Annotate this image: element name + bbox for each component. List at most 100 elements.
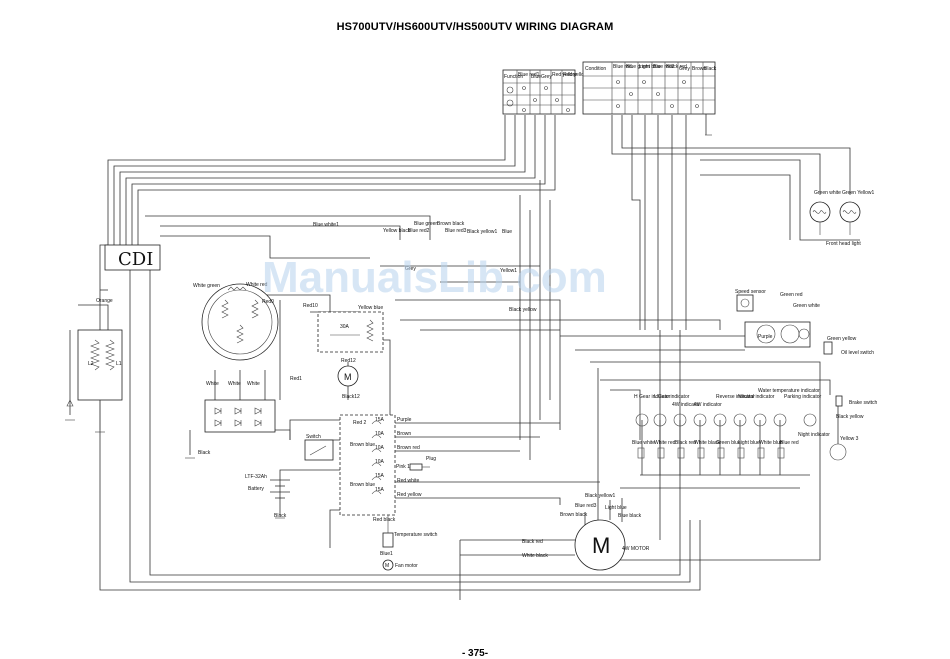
battery-type: LTF-32Ah (245, 474, 267, 480)
fuse-3: 10A (375, 459, 385, 465)
wire-label-white-1: White (206, 381, 219, 387)
wire-label-black-2: Black (274, 513, 287, 519)
right-table-header-5: Black red (666, 64, 687, 70)
fuse-0: 15A (375, 417, 385, 423)
wire-label-blue: Blue (502, 229, 512, 235)
indicator-name-4: Reverse indicator (716, 394, 755, 400)
main-switch: Switch (304, 434, 334, 461)
wire-label-green-white-headlight: Green white (814, 190, 841, 196)
ignition-coil: L2 L1 (65, 329, 123, 433)
indicator-name-5: Neutral indicator (738, 394, 775, 400)
four-w-motor-symbol: M (592, 533, 610, 558)
temperature-switch (382, 515, 394, 548)
wire-label-green-red: Green red (780, 292, 803, 298)
switch-table-left: Function Blue red1 Blue Grey Red yellow … (502, 69, 588, 115)
wire-harness (69, 115, 860, 600)
wire-label-yellow-black: Yellow black (383, 228, 411, 234)
indicator-name-1: L Gear indicator (654, 394, 690, 400)
wire-label-brown: Brown (397, 431, 411, 437)
grounds (275, 134, 712, 519)
indicator-name-6: Water temperature indicator (758, 388, 820, 394)
wire-label-black-1: Black (198, 450, 211, 456)
wire-label-blue-red2: Blue red2 (408, 228, 430, 234)
wire-label-blue-black: Blue black (618, 513, 642, 519)
battery: LTF-32Ah Battery (245, 474, 290, 499)
wire-label-black-red: Black red (522, 539, 543, 545)
stator (201, 283, 279, 361)
left-table-header-3: Grey (541, 74, 552, 80)
diagram-title: HS700UTV/HS600UTV/HS500UTV WIRING DIAGRA… (336, 21, 614, 33)
left-table-header-4: Red yellow (552, 72, 577, 78)
wire-label-red-2: Red 2 (353, 420, 367, 426)
page-number: - 375- (461, 648, 489, 659)
switch-table-right: Condition Blue red Blue green Light blue… (582, 61, 717, 135)
right-table-header-1: Blue red (613, 64, 632, 70)
indicator-lamps (635, 395, 847, 461)
wire-label-black-yellow-brake: Black yellow (836, 414, 864, 420)
indicator-wire-7: Blue red (780, 440, 799, 446)
fuse-2: 10A (375, 445, 385, 451)
fuse-box: 15A 10A 10A 10A 15A 15A (339, 414, 396, 516)
fuse-1: 10A (375, 431, 385, 437)
oil-level-switch-label: Oil level switch (841, 350, 874, 356)
wire-label-brown-black: Brown black (437, 221, 465, 227)
wire-label-orange: Orange (96, 298, 113, 304)
right-table-header-4: Blue red3 (653, 64, 675, 70)
wire-label-red-white: Red white (397, 478, 419, 484)
wire-label-blue1: Blue1 (380, 551, 393, 557)
wire-label-green-yellow: Green yellow (827, 336, 857, 342)
front-head-light-label: Front head light (826, 241, 861, 247)
wire-label-black-yellow1: Black yellow1 (467, 229, 498, 235)
battery-label: Battery (248, 486, 264, 492)
watermark: ManualsLib.com (262, 253, 607, 302)
wire-label-red-black: Red black (373, 517, 396, 523)
indicator-wire-1: White red (654, 440, 676, 446)
wire-label-black-yellow: Black yellow (509, 307, 537, 313)
svg-text:L2: L2 (88, 361, 94, 367)
fuse-30a-label: 30A (340, 324, 350, 330)
wire-label-brown-blue-2: Brown blue (350, 482, 375, 488)
wire-label-black-yellow1-motor: Black yellow1 (585, 493, 616, 499)
wire-label-light-blue: Light blue (605, 505, 627, 511)
four-w-motor: M (574, 519, 626, 571)
starter-motor-symbol: M (344, 372, 352, 382)
wire-label-red0: Red0 (262, 299, 274, 305)
left-table-header-2: Blue (531, 74, 541, 80)
right-table-header-3: Light blue (639, 64, 661, 70)
wire-label-grey: Grey (405, 266, 416, 272)
wire-label-black12: Black12 (342, 394, 360, 400)
right-table-header-6: Grey (679, 66, 690, 72)
wire-label-blue-white1: Blue white1 (313, 222, 339, 228)
starter-relay: 30A (317, 311, 384, 353)
fuse-4: 15A (375, 473, 385, 479)
indicator-wire-2: Black red (675, 440, 696, 446)
fan-motor-label: Fan motor (395, 563, 418, 569)
wire-label-yellow-blue: Yellow blue (358, 305, 383, 311)
cdi-unit: CDI (104, 244, 161, 271)
indicator-name-0: H Gear indicator (634, 394, 671, 400)
wire-label-red12: Red12 (341, 358, 356, 364)
wire-label-white-black: White black (522, 553, 548, 559)
wire-label-pink-1: Pink 1 (396, 464, 410, 470)
wire-label-brown-red: Brown red (397, 445, 420, 451)
left-table-header-5: Red yellow (563, 72, 588, 78)
right-table-header-0: Condition (585, 66, 606, 72)
wire-label-blue-red3: Blue red3 (445, 228, 467, 234)
indicator-wire-6: White blue (759, 440, 783, 446)
wire-label-purple: Purple (397, 417, 412, 423)
wire-label-purple-cluster: Purple (758, 334, 773, 340)
temperature-switch-label: Temperature switch (394, 532, 438, 538)
plug (409, 463, 430, 471)
indicator-labels: H Gear indicator L Gear indicator 4W ind… (632, 388, 830, 446)
indicator-name-7: Parking indicator (784, 394, 822, 400)
right-table-header-7: Brown (692, 66, 706, 72)
wire-label-white-2: White (228, 381, 241, 387)
wire-label-blue-green: Blue green (414, 221, 438, 227)
right-table-header-8: Black (704, 66, 717, 72)
svg-text:L1: L1 (116, 361, 122, 367)
wire-label-red10: Red10 (303, 303, 318, 309)
fan-motor: M (382, 559, 394, 571)
indicator-wire-5: Light blue (738, 440, 760, 446)
cdi-label: CDI (118, 249, 153, 270)
wire-label-white-red: White red (246, 282, 268, 288)
